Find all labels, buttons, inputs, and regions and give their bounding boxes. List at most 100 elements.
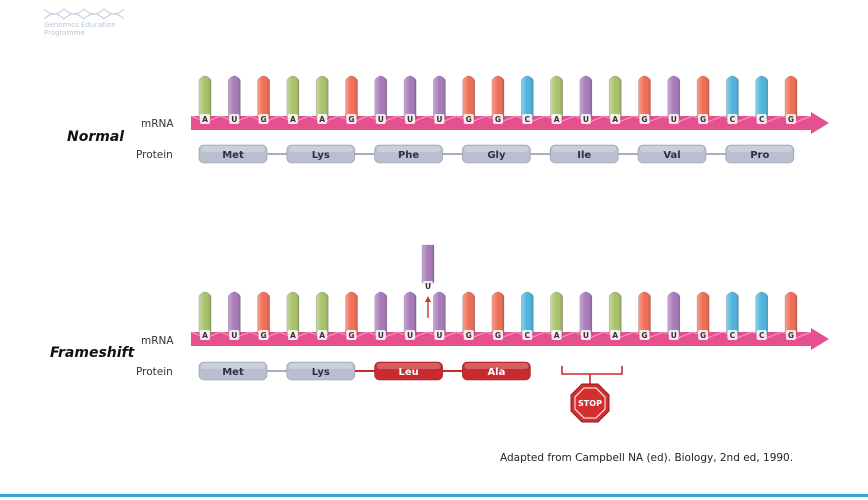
base-letter: C — [759, 331, 765, 340]
mrna-base-4: A — [286, 75, 300, 124]
amino-acid-label: Met — [222, 367, 244, 378]
base-letter: A — [319, 115, 325, 124]
base-letter: A — [290, 331, 296, 340]
logo-text-line1: Genomics Education — [44, 21, 116, 29]
inserted-base: U — [421, 244, 435, 291]
amino-acid-label: Gly — [487, 150, 506, 161]
base-letter: G — [700, 331, 706, 340]
mrna-base-18: G — [696, 75, 710, 124]
mrna-base-3: G — [257, 291, 270, 340]
mrna-base-4: A — [286, 291, 300, 340]
base-letter: U — [671, 331, 677, 340]
mrna-base-18: G — [696, 291, 710, 340]
base-letter: C — [730, 331, 736, 340]
mrna-base-19: C — [726, 291, 739, 340]
inserted-base-letter: U — [425, 282, 431, 291]
mrna-base-3: G — [257, 75, 270, 124]
mrna-base-1: A — [198, 291, 212, 340]
amino-acid-label: Pro — [750, 150, 769, 161]
mrna-base-12: C — [521, 291, 534, 340]
stop-sign-icon: STOP — [570, 383, 610, 423]
mrna-base-14: U — [579, 291, 593, 340]
mrna-base-8: U — [403, 291, 417, 340]
mrna-base-2: U — [228, 291, 241, 340]
amino-acid-label: Met — [222, 150, 244, 161]
normal-mrna-label: mRNA — [141, 118, 174, 130]
mrna-base-15: A — [608, 75, 622, 124]
base-letter: U — [378, 331, 384, 340]
amino-acid-lys: Lys — [286, 144, 356, 164]
mrna-base-5: A — [315, 291, 329, 340]
mrna-base-6: G — [345, 75, 358, 124]
mrna-base-8: U — [403, 75, 417, 124]
base-letter: A — [202, 115, 208, 124]
mrna-base-20: C — [755, 75, 768, 124]
logo-text-line2: Programme — [44, 29, 85, 37]
base-letter: U — [436, 115, 442, 124]
base-letter: G — [495, 115, 501, 124]
frameshift-mrna-label: mRNA — [141, 335, 174, 347]
mrna-base-12: C — [521, 75, 534, 124]
mrna-base-7: U — [374, 75, 388, 124]
base-letter: A — [319, 331, 325, 340]
base-letter: C — [730, 115, 736, 124]
base-letter: A — [612, 115, 618, 124]
base-letter: G — [466, 331, 472, 340]
mrna-base-14: U — [579, 75, 593, 124]
mrna-base-1: A — [198, 75, 212, 124]
amino-acid-label: Ile — [577, 150, 591, 161]
amino-acid-met: Met — [198, 144, 268, 164]
base-letter: U — [231, 331, 237, 340]
amino-acid-pro: Pro — [725, 144, 795, 164]
amino-acid-label: Lys — [312, 367, 330, 378]
base-letter: G — [261, 331, 267, 340]
inserted-base-group: U — [421, 244, 435, 318]
mrna-base-11: G — [491, 291, 505, 340]
base-letter: G — [495, 331, 501, 340]
base-letter: A — [612, 331, 618, 340]
amino-acid-ile: Ile — [549, 144, 619, 164]
base-letter: U — [583, 331, 589, 340]
normal-protein-chain: Met Lys Phe Gly Ile Val Pro — [198, 144, 795, 164]
base-letter: U — [231, 115, 237, 124]
amino-acid-label: Leu — [398, 367, 418, 378]
amino-acid-lys: Lys — [286, 361, 356, 381]
amino-acid-val: Val — [637, 144, 707, 164]
mrna-base-19: C — [726, 75, 739, 124]
mrna-base-20: C — [755, 291, 768, 340]
mrna-arrowhead — [811, 328, 829, 350]
amino-acid-leu: Leu — [374, 361, 443, 381]
insertion-arrow-icon — [425, 296, 431, 318]
mrna-base-10: G — [462, 75, 475, 124]
base-letter: C — [759, 115, 765, 124]
base-letter: C — [525, 115, 531, 124]
base-letter: G — [641, 331, 647, 340]
mrna-base-11: G — [491, 75, 505, 124]
amino-acid-ala: Ala — [462, 361, 531, 381]
mrna-base-7: U — [374, 291, 388, 340]
base-letter: G — [788, 331, 794, 340]
base-letter: A — [554, 331, 560, 340]
base-letter: A — [202, 331, 208, 340]
base-letter: A — [290, 115, 296, 124]
base-letter: G — [700, 115, 706, 124]
mrna-base-17: U — [667, 75, 681, 124]
mrna-base-5: A — [315, 75, 329, 124]
frameshift-title: Frameshift — [50, 345, 136, 361]
base-letter: U — [671, 115, 677, 124]
mrna-base-13: A — [550, 291, 563, 340]
mrna-base-9: U — [433, 291, 446, 340]
amino-acid-phe: Phe — [374, 144, 443, 164]
mrna-base-6: G — [345, 291, 358, 340]
bottom-rule — [0, 494, 868, 497]
frameshift-protein-chain: Met Lys Leu Ala — [198, 361, 531, 381]
base-letter: U — [436, 331, 442, 340]
genomics-education-logo — [43, 8, 125, 20]
base-letter: U — [378, 115, 384, 124]
mrna-base-16: G — [638, 291, 651, 340]
amino-acid-label: Val — [663, 150, 680, 161]
base-letter: G — [641, 115, 647, 124]
